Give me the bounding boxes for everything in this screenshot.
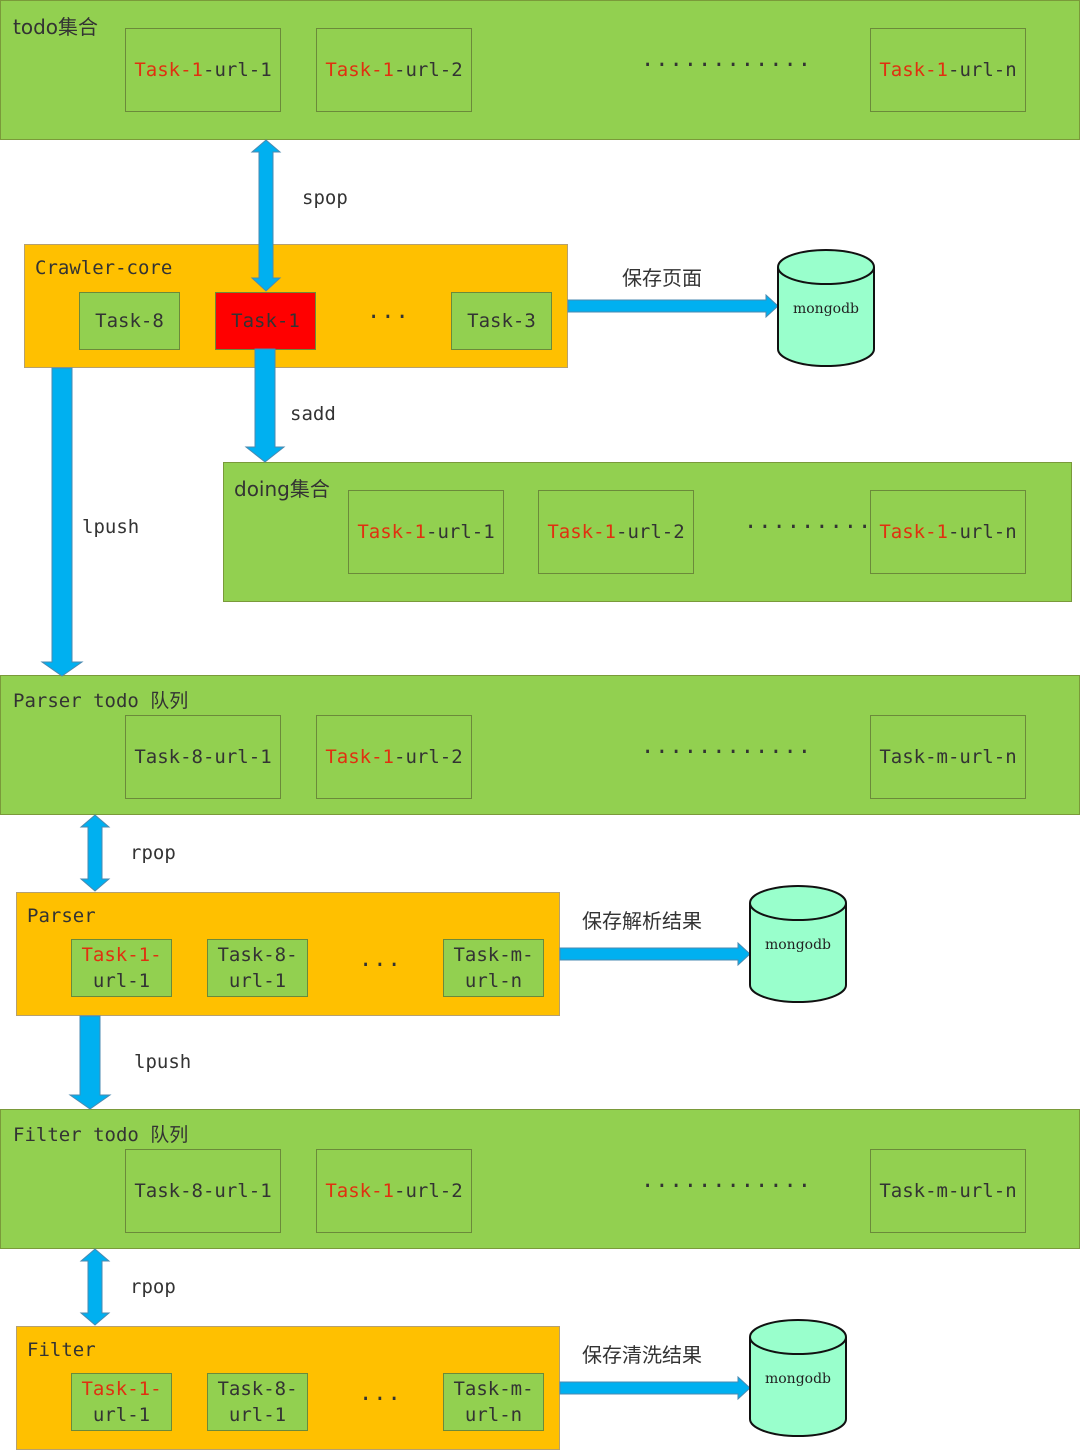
mongodb-2: mongodb bbox=[749, 885, 847, 1003]
parser-title: Parser bbox=[27, 905, 96, 927]
save-clean-label: 保存清洗结果 bbox=[582, 1343, 702, 1367]
mongodb-label-3: mongodb bbox=[764, 1371, 832, 1387]
parser-todo-item-2: Task-1-url-2 bbox=[316, 715, 472, 799]
doing-set-item-3: Task-1-url-n bbox=[870, 490, 1026, 574]
save-page-arrow bbox=[567, 293, 779, 319]
todo-set-item-2: Task-1-url-2 bbox=[316, 28, 472, 112]
mongodb-1: mongodb bbox=[777, 249, 875, 367]
filter-item-3: Task-m-url-n bbox=[443, 1373, 544, 1431]
rpop-label-1: rpop bbox=[130, 842, 176, 864]
todo-set-item-1: Task-1-url-1 bbox=[125, 28, 281, 112]
lpush-arrow-2 bbox=[68, 1015, 112, 1110]
rpop-arrow-1 bbox=[79, 814, 111, 892]
filter-item-1: Task-1-url-1 bbox=[71, 1373, 172, 1431]
parser-todo-title: Parser todo 队列 bbox=[13, 690, 189, 712]
filter-todo-title: Filter todo 队列 bbox=[13, 1124, 189, 1146]
filter-todo-item-3: Task-m-url-n bbox=[870, 1149, 1026, 1233]
parser-todo-ellipsis: ············ bbox=[641, 740, 812, 765]
doing-set-title: doing集合 bbox=[234, 477, 330, 501]
crawler-task-3: Task-3 bbox=[451, 292, 552, 350]
todo-set-ellipsis: ············ bbox=[641, 53, 812, 78]
save-parse-label: 保存解析结果 bbox=[582, 909, 702, 933]
crawler-core-title: Crawler-core bbox=[35, 257, 173, 279]
parser-ellipsis: ··· bbox=[359, 953, 402, 978]
sadd-label: sadd bbox=[290, 403, 336, 425]
filter-panel: Filter Task-1-url-1 Task-8-url-1 ··· Tas… bbox=[16, 1326, 560, 1450]
todo-set-item-3: Task-1-url-n bbox=[870, 28, 1026, 112]
parser-todo-item-3: Task-m-url-n bbox=[870, 715, 1026, 799]
filter-todo-item-2: Task-1-url-2 bbox=[316, 1149, 472, 1233]
todo-set-panel: todo集合 Task-1-url-1 Task-1-url-2 ·······… bbox=[0, 0, 1080, 140]
filter-todo-panel: Filter todo 队列 Task-8-url-1 Task-1-url-2… bbox=[0, 1109, 1080, 1249]
lpush-label-1: lpush bbox=[82, 516, 140, 538]
lpush-label-2: lpush bbox=[134, 1051, 192, 1073]
mongodb-label-2: mongodb bbox=[764, 937, 832, 953]
crawler-ellipsis: ··· bbox=[367, 305, 410, 330]
spop-arrow bbox=[250, 139, 282, 292]
doing-set-item-2: Task-1-url-2 bbox=[538, 490, 694, 574]
rpop-label-2: rpop bbox=[130, 1276, 176, 1298]
todo-set-title: todo集合 bbox=[13, 15, 99, 39]
filter-title: Filter bbox=[27, 1339, 96, 1361]
crawler-core-panel: Crawler-core Task-8 Task-1 ··· Task-3 bbox=[24, 244, 568, 368]
save-parse-arrow bbox=[559, 941, 751, 967]
doing-set-item-1: Task-1-url-1 bbox=[348, 490, 504, 574]
save-page-label: 保存页面 bbox=[622, 266, 702, 290]
doing-set-panel: doing集合 Task-1-url-1 Task-1-url-2 ······… bbox=[223, 462, 1072, 602]
parser-item-3: Task-m-url-n bbox=[443, 939, 544, 997]
mongodb-3: mongodb bbox=[749, 1319, 847, 1437]
database-icon bbox=[777, 249, 875, 367]
database-icon bbox=[749, 885, 847, 1003]
parser-item-1: Task-1-url-1 bbox=[71, 939, 172, 997]
database-icon bbox=[749, 1319, 847, 1437]
rpop-arrow-2 bbox=[79, 1248, 111, 1326]
parser-item-2: Task-8-url-1 bbox=[207, 939, 308, 997]
sadd-arrow bbox=[244, 348, 286, 463]
lpush-arrow-1 bbox=[40, 367, 84, 677]
save-clean-arrow bbox=[559, 1375, 751, 1401]
filter-ellipsis: ··· bbox=[359, 1387, 402, 1412]
filter-todo-ellipsis: ············ bbox=[641, 1174, 812, 1199]
crawler-task-8: Task-8 bbox=[79, 292, 180, 350]
parser-todo-item-1: Task-8-url-1 bbox=[125, 715, 281, 799]
parser-panel: Parser Task-1-url-1 Task-8-url-1 ··· Tas… bbox=[16, 892, 560, 1016]
filter-item-2: Task-8-url-1 bbox=[207, 1373, 308, 1431]
spop-label: spop bbox=[302, 187, 348, 209]
parser-todo-panel: Parser todo 队列 Task-8-url-1 Task-1-url-2… bbox=[0, 675, 1080, 815]
mongodb-label-1: mongodb bbox=[792, 301, 860, 317]
crawler-task-1-active: Task-1 bbox=[215, 292, 316, 350]
filter-todo-item-1: Task-8-url-1 bbox=[125, 1149, 281, 1233]
